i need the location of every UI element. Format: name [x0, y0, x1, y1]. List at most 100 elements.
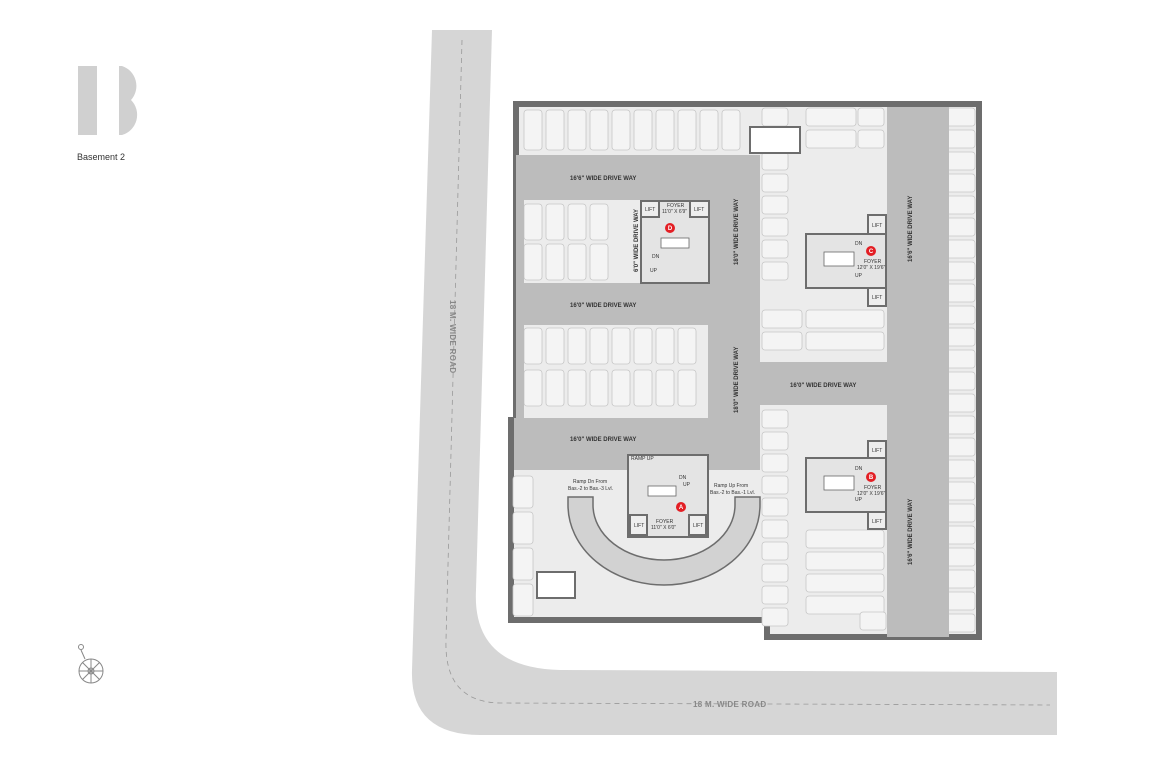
parking-bay [699, 109, 719, 151]
parking-bay [805, 331, 885, 351]
parking-bay [805, 107, 857, 127]
ramp-up-label: Ramp Up From [714, 483, 748, 489]
driveway-label: 16'0" WIDE DRIVE WAY [570, 303, 636, 309]
lift-label: LIFT [634, 523, 644, 529]
badge-d-letter: D [668, 226, 673, 232]
parking-bay [545, 203, 565, 241]
parking-bay [523, 369, 543, 407]
badge-d [665, 223, 675, 233]
badge-a [676, 502, 686, 512]
parking-bay [611, 369, 631, 407]
ramp-up-label: Bas.-2 to Bas.-1 Lvl. [710, 490, 755, 496]
driveway-label: 16'6" WIDE DRIVE WAY [908, 499, 914, 565]
parking-bay [655, 109, 675, 151]
foyer-size: 11'0" X 6'9" [662, 209, 687, 215]
dn-text: DN [652, 254, 660, 260]
parking-bay [512, 547, 534, 581]
parking-bay [589, 327, 609, 365]
parking-bay [633, 109, 653, 151]
parking-bay [761, 475, 789, 495]
parking-bay [655, 327, 675, 365]
parking-bay [677, 369, 697, 407]
parking-bay [567, 327, 587, 365]
lift-label: LIFT [872, 223, 882, 229]
lift-label: LIFT [645, 207, 655, 213]
lift-label: LIFT [693, 523, 703, 529]
up-text: UP [683, 482, 691, 488]
parking-bay [589, 109, 609, 151]
driveways [514, 107, 949, 637]
west-road-label: 18 M. WIDE ROAD [448, 300, 457, 373]
parking-bay [761, 217, 789, 237]
basement-logo [78, 66, 138, 135]
parking-bay [805, 309, 885, 329]
parking-bay [523, 327, 543, 365]
parking-bay [761, 261, 789, 281]
parking-bay [545, 243, 565, 281]
up-text: UP [855, 273, 863, 279]
driveway-label: 16'0" WIDE DRIVE WAY [570, 437, 636, 443]
parking-bay [805, 573, 885, 593]
parking-bay [761, 309, 803, 329]
lift-label: LIFT [872, 448, 882, 454]
parking-bay [761, 563, 789, 583]
parking-bay [721, 109, 741, 151]
driveway-label: 16'6" WIDE DRIVE WAY [570, 176, 636, 182]
parking-bay [567, 203, 587, 241]
core-c: C DN UP FOYER 12'0" X 19'6" LIFT LIFT [805, 214, 887, 307]
foyer-size: 12'0" X 19'6" [857, 265, 885, 271]
parking-bay [761, 585, 789, 605]
dn-text: DN [855, 466, 863, 472]
badge-b [866, 472, 876, 482]
parking-bay [857, 129, 885, 149]
foyer-size: 11'0" X 6'0" [651, 525, 676, 531]
road [411, 30, 1057, 735]
parking-bay [761, 195, 789, 215]
badge-c [866, 246, 876, 256]
parking-bay [805, 551, 885, 571]
parking-bay [805, 129, 857, 149]
parking-bay [633, 369, 653, 407]
badge-a-letter: A [679, 505, 684, 511]
parking-bay [523, 203, 543, 241]
parking-bay [567, 369, 587, 407]
ramp-up-text: RAMP UP [631, 456, 654, 462]
parking-bay [761, 453, 789, 473]
parking-bay [611, 327, 631, 365]
parking-bay [545, 109, 565, 151]
south-road-label: 18 M. WIDE ROAD [693, 700, 766, 709]
parking-bay [567, 243, 587, 281]
ramp-down-label: Bas.-2 to Bas.-3 Lvl. [568, 486, 613, 492]
parking-bay [677, 109, 697, 151]
parking-bay [512, 475, 534, 509]
parking-bay [761, 331, 803, 351]
parking-bay [545, 369, 565, 407]
parking-bay [761, 151, 789, 171]
driveway-label: 16'0" WIDE DRIVE WAY [790, 383, 856, 389]
parking-bay [589, 243, 609, 281]
foyer-label: FOYER [864, 259, 882, 265]
floor-title: Basement 2 [77, 152, 126, 162]
core-b: B DN UP FOYER 12'0" X 19'6" LIFT LIFT [805, 440, 887, 530]
lift-label: LIFT [694, 207, 704, 213]
parking-bay [545, 327, 565, 365]
parking-bay [761, 607, 789, 627]
parking-bay [567, 109, 587, 151]
parking-bay [859, 611, 887, 631]
dn-text: DN [679, 475, 687, 481]
parking-bay [761, 107, 789, 127]
parking-bay [512, 511, 534, 545]
utility-room [536, 571, 576, 599]
parking-bay [761, 519, 789, 539]
core-a: A RAMP UP DN UP LIFT LIFT FOYER 11'0" X … [627, 454, 709, 538]
driveway-label: 16'6" WIDE DRIVE WAY [908, 196, 914, 262]
foyer-label: FOYER [656, 519, 674, 525]
parking-bay [761, 239, 789, 259]
driveway-label: 18'0" WIDE DRIVE WAY [734, 347, 740, 413]
ramp-down-label: Ramp Dn From [573, 479, 607, 485]
parking-bay [512, 583, 534, 617]
dn-text: DN [855, 241, 863, 247]
up-text: UP [650, 268, 658, 274]
north-compass-icon [78, 644, 104, 684]
